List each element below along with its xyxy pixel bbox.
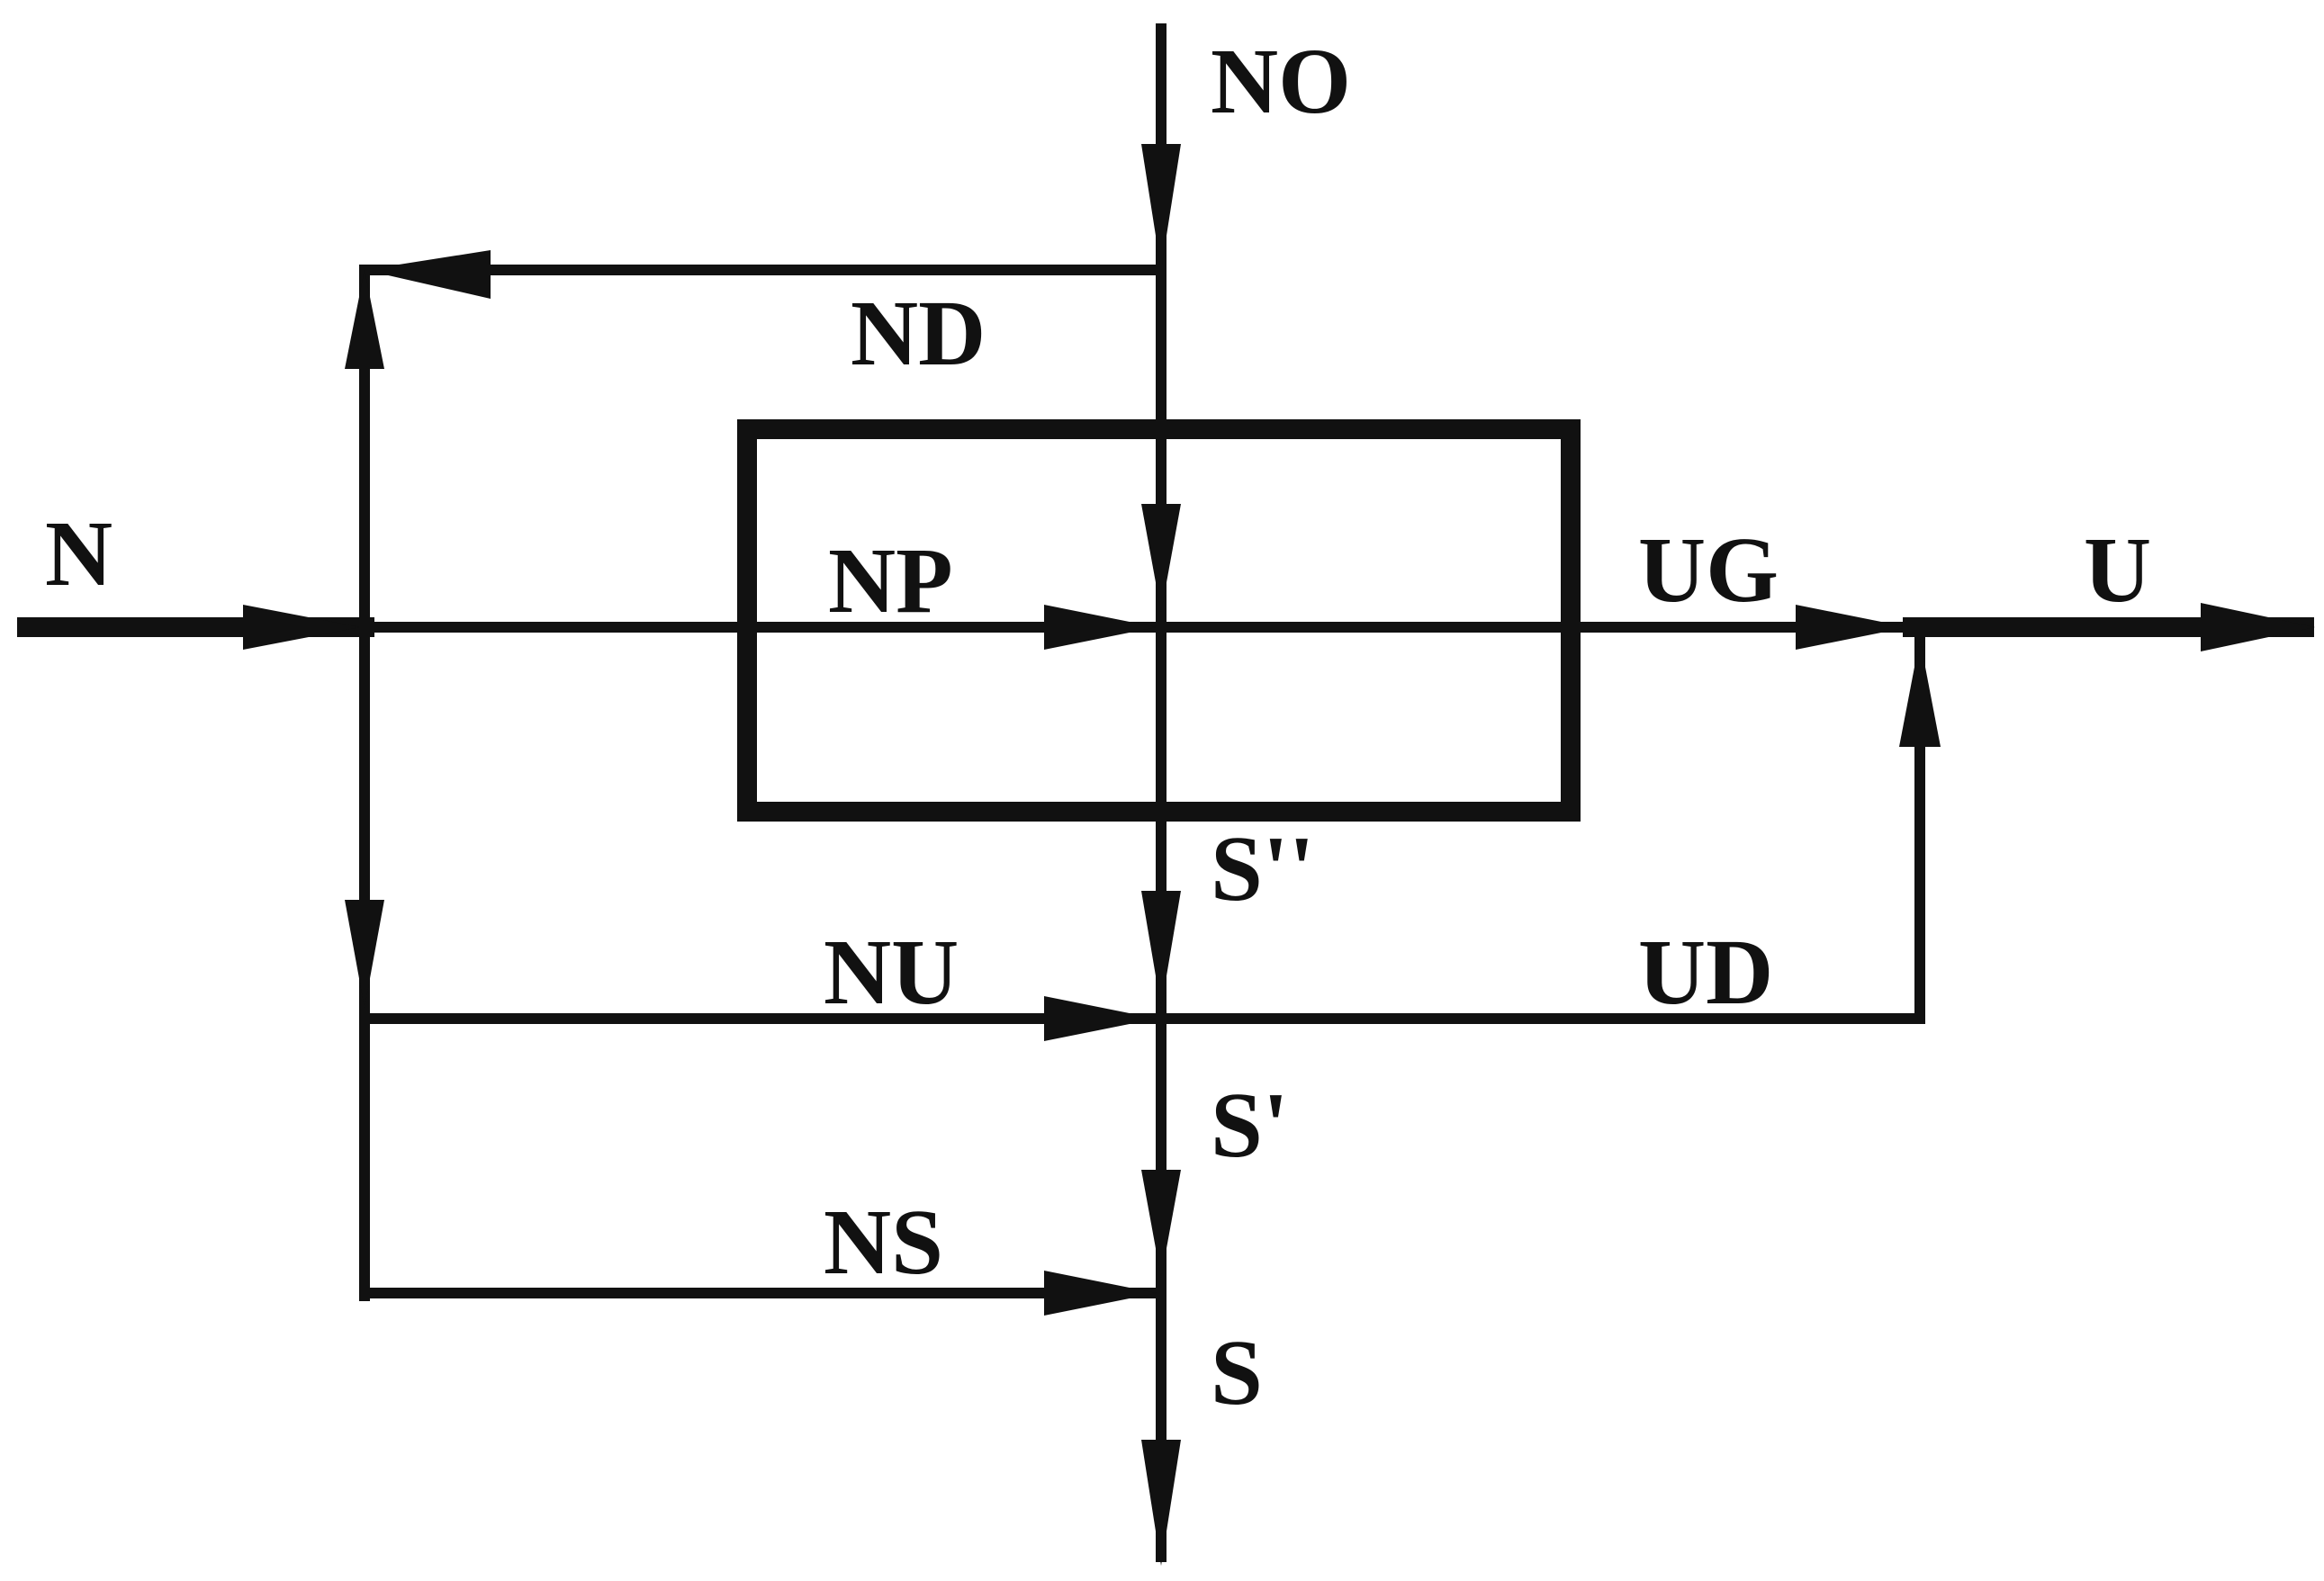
u-arrow (2201, 603, 2315, 651)
ug-arrow (1796, 605, 1908, 650)
left-down-arrow (345, 900, 384, 1008)
s-double-prime-arrow (1141, 891, 1181, 1008)
left-up-arrow (345, 270, 384, 369)
label-s-double-prime: S'' (1211, 817, 1315, 921)
label-u: U (2084, 518, 2151, 622)
s-arrow (1141, 1440, 1181, 1566)
ud-arrow (1899, 639, 1941, 747)
label-np: NP (828, 529, 953, 633)
label-ug: UG (1638, 518, 1779, 622)
label-ns: NS (824, 1190, 943, 1294)
label-s-prime: S' (1211, 1073, 1289, 1177)
label-s: S (1211, 1321, 1263, 1424)
box-entry-arrow (1141, 504, 1181, 612)
label-no: NO (1211, 30, 1351, 133)
no-arrow (1141, 144, 1181, 270)
s-prime-arrow (1141, 1170, 1181, 1278)
label-n: N (45, 502, 113, 606)
n-arrow (243, 605, 360, 650)
nd-arrow (365, 250, 491, 299)
label-nd: ND (851, 282, 986, 385)
nu-arrow (1044, 996, 1157, 1041)
label-ud: UD (1638, 921, 1773, 1024)
np-arrow (1044, 605, 1157, 650)
label-nu: NU (824, 921, 959, 1024)
ns-arrow (1044, 1271, 1157, 1316)
